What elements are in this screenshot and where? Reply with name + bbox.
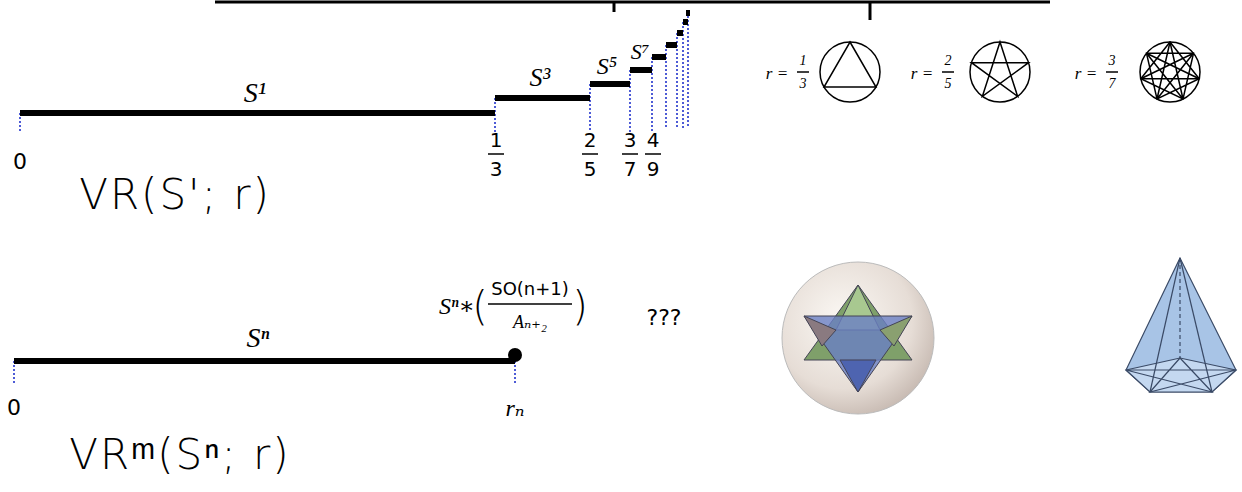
- fraction-denominator: 7: [624, 159, 637, 179]
- fraction-denominator: 9: [647, 159, 660, 179]
- fraction-denominator: Aₙ₊₂: [513, 313, 547, 331]
- fraction-denominator: 7: [1109, 77, 1116, 91]
- fraction-numerator: 4: [647, 130, 660, 150]
- fraction-denominator: 5: [945, 77, 952, 91]
- question-marks: ???: [646, 307, 681, 329]
- radius-label: r =: [911, 65, 933, 82]
- fraction-numerator: 1: [490, 130, 503, 150]
- segment-label: S⁷: [631, 41, 650, 63]
- fraction-numerator: 3: [1109, 54, 1116, 68]
- fraction-denominator: 3: [490, 159, 503, 179]
- join-label: Sⁿ∗: [439, 294, 475, 318]
- parenthesis: (: [472, 286, 488, 326]
- segment-label: S³: [530, 65, 551, 91]
- handwritten-label: VR(S'; r): [79, 174, 271, 216]
- axis-label: rₙ: [505, 396, 524, 420]
- fraction-numerator: 3: [624, 130, 637, 150]
- axis-number: 0: [13, 151, 27, 173]
- fraction-numerator: SO(n+1): [491, 280, 569, 298]
- fraction-numerator: 2: [945, 54, 952, 68]
- segment-label: Sⁿ: [247, 324, 270, 352]
- fraction-numerator: 2: [584, 130, 597, 150]
- fraction-denominator: 3: [800, 77, 807, 91]
- radius-label: r =: [1075, 65, 1097, 82]
- segment-label: S⁵: [597, 54, 617, 78]
- radius-label: r =: [766, 65, 788, 82]
- fraction-numerator: 1: [800, 54, 807, 68]
- parenthesis: ): [572, 286, 588, 326]
- axis-number: 0: [7, 397, 21, 419]
- segment-label: S¹: [244, 79, 266, 107]
- handwritten-label: VRᵐ(Sⁿ; r): [69, 434, 291, 476]
- fraction-denominator: 5: [584, 159, 597, 179]
